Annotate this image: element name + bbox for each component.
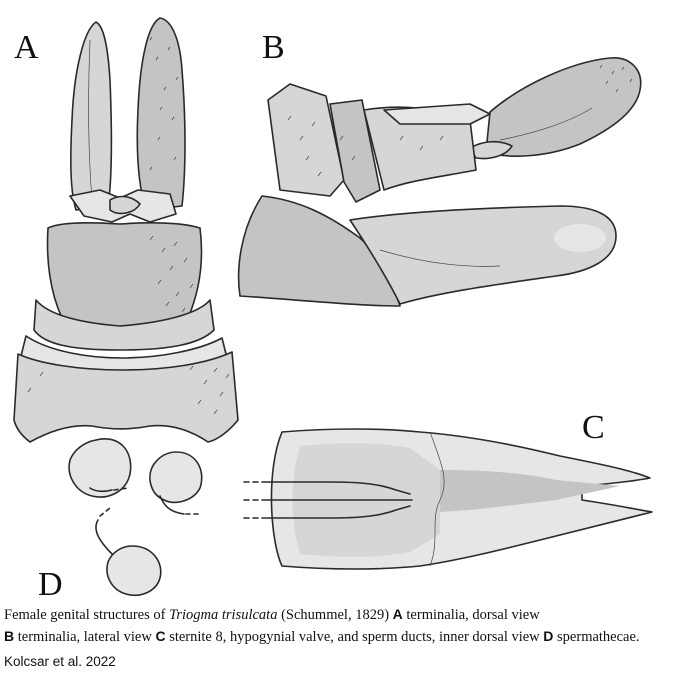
panel-d-spermathecae <box>68 438 203 596</box>
caption-species: Triogma trisulcata <box>169 607 278 623</box>
panel-label-b: B <box>262 29 285 66</box>
caption-label-d: D <box>543 628 554 644</box>
caption-text-c: sternite 8, hypogynial valve, and sperm … <box>165 629 544 645</box>
caption-intro: Female genital structures of <box>4 607 170 623</box>
caption-author: (Schummel, 1829) <box>277 607 393 623</box>
panel-label-a: A <box>14 29 39 66</box>
panel-b-terminalia-lateral <box>237 57 642 307</box>
caption-text-a: terminalia, dorsal view <box>402 607 540 623</box>
panel-label-d: D <box>38 566 63 600</box>
caption-text-d: spermathecae. <box>553 629 640 645</box>
panel-c-sternite-valve-ducts <box>243 428 653 570</box>
caption-label-b: B <box>4 628 15 644</box>
panel-label-c: C <box>582 409 605 446</box>
figure-caption: Female genital structures of Triogma tri… <box>4 604 674 648</box>
caption-text-b: terminalia, lateral view <box>14 629 156 645</box>
figure-illustration: A B C D <box>13 17 653 600</box>
panel-a-terminalia-dorsal <box>13 17 239 443</box>
caption-label-c: C <box>155 628 166 644</box>
figure-credit: Kolcsar et al. 2022 <box>4 654 116 669</box>
caption-label-a: A <box>392 606 403 622</box>
